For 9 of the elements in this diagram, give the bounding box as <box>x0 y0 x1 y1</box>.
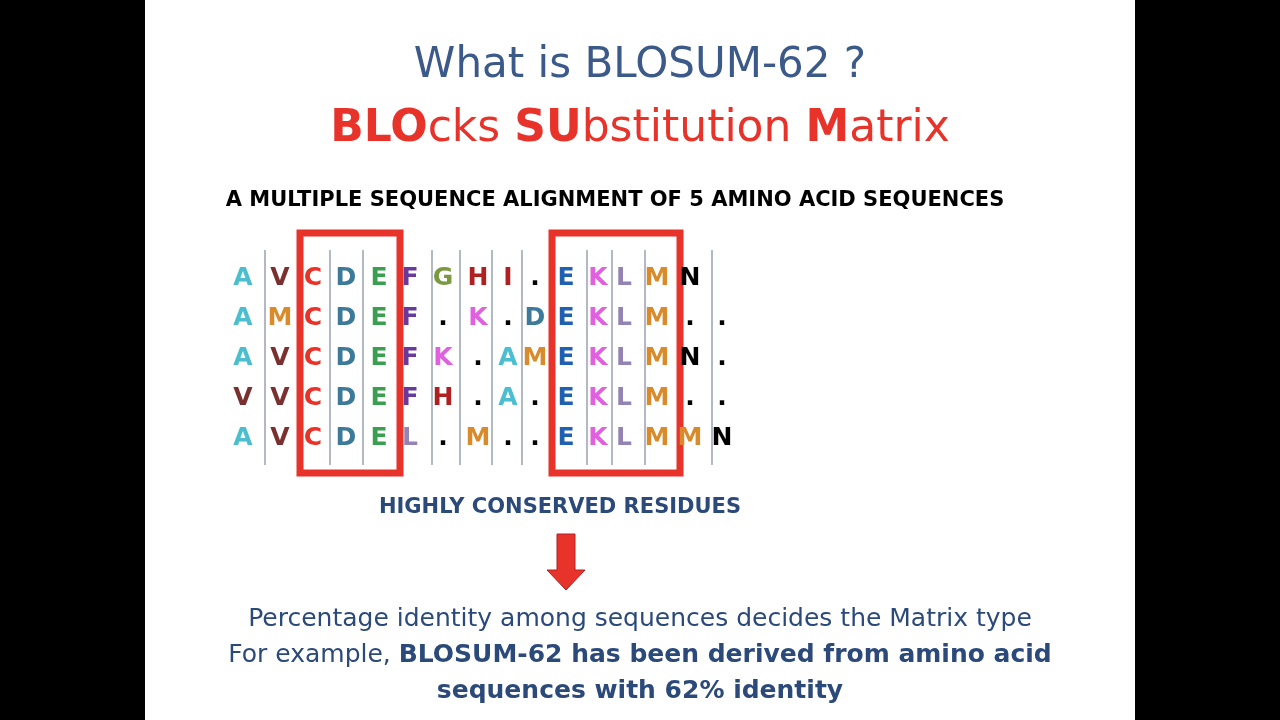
explanation-text: Percentage identity among sequences decides the Matrix type <box>247 602 1033 634</box>
caption-text: HIGHLY CONSERVED RESIDUES <box>377 494 743 518</box>
sequence-row-text: A M C D E F . K . D E K L M . . <box>232 301 728 333</box>
heading: A MULTIPLE SEQUENCE ALIGNMENT OF 5 AMINO ACID SEQUENCES <box>224 187 1006 211</box>
explanation-text: For example, BLOSUM-62 has been derived from amino acid sequences with 62% identity <box>227 638 1053 706</box>
subtitle: BLOcks SUbstitution Matrix <box>329 100 951 151</box>
slide-title: What is BLOSUM-62 ? <box>412 38 868 87</box>
sequence-row-text: V V C D E F H . A . E K L M . . <box>232 381 728 413</box>
down-arrow <box>546 533 586 591</box>
